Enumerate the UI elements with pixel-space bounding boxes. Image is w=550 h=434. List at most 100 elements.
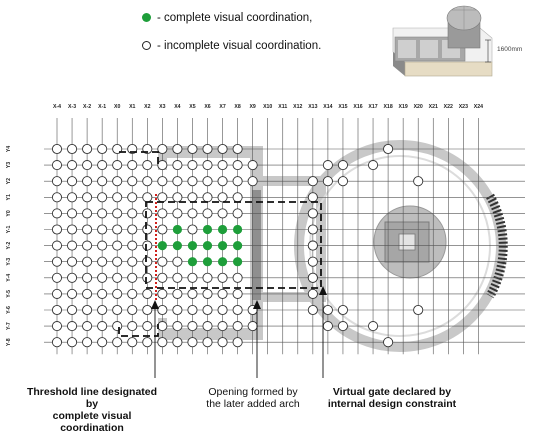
column-label: X24	[474, 104, 483, 110]
incomplete-point	[82, 176, 93, 187]
incomplete-point	[142, 192, 153, 203]
complete-point	[217, 257, 228, 267]
incomplete-point	[217, 304, 228, 316]
incomplete-point	[51, 224, 63, 235]
incomplete-point	[337, 176, 349, 187]
incomplete-point	[67, 337, 78, 348]
complete-point	[217, 224, 228, 235]
incomplete-point	[112, 288, 123, 299]
column-label: X6	[204, 104, 210, 110]
incomplete-point	[172, 337, 183, 348]
column-label: X15	[338, 104, 347, 110]
incomplete-point	[217, 143, 228, 155]
complete-point	[233, 257, 243, 267]
incomplete-point	[112, 176, 123, 187]
incomplete-point	[187, 160, 198, 171]
row-label: Y1	[6, 194, 12, 200]
row-label: Y-8	[6, 338, 12, 346]
incomplete-point	[67, 143, 78, 155]
row-label: Y-6	[6, 306, 12, 314]
incomplete-point	[51, 321, 63, 332]
incomplete-point	[307, 256, 318, 267]
column-label: X22	[444, 104, 453, 110]
column-label: X10	[263, 104, 272, 110]
incomplete-point	[202, 208, 213, 219]
incomplete-point	[202, 288, 213, 299]
incomplete-point	[232, 160, 243, 171]
incomplete-point	[232, 192, 243, 203]
incomplete-point	[157, 160, 168, 171]
column-label: X1	[129, 104, 135, 110]
incomplete-point	[51, 143, 63, 155]
incomplete-point	[97, 224, 108, 235]
incomplete-point	[157, 304, 168, 316]
incomplete-point	[172, 304, 183, 316]
incomplete-point	[67, 208, 78, 219]
column-label: X11	[278, 104, 287, 110]
incomplete-point	[232, 337, 243, 348]
incomplete-point	[202, 192, 213, 203]
incomplete-point	[187, 143, 198, 155]
incomplete-point	[247, 160, 258, 171]
column-label: X2	[144, 104, 150, 110]
incomplete-point	[51, 272, 63, 283]
incomplete-point	[187, 272, 198, 283]
incomplete-point	[187, 192, 198, 203]
incomplete-point	[157, 208, 168, 219]
incomplete-point	[67, 256, 78, 267]
column-label: X17	[368, 104, 377, 110]
incomplete-point	[97, 160, 108, 171]
incomplete-point	[82, 288, 93, 299]
green-dot-icon	[142, 13, 151, 22]
incomplete-point	[172, 160, 183, 171]
incomplete-point	[127, 208, 138, 219]
incomplete-point	[142, 256, 153, 267]
incomplete-point	[127, 256, 138, 267]
incomplete-point	[172, 256, 183, 267]
incomplete-point	[202, 176, 213, 187]
incomplete-point	[142, 240, 153, 251]
incomplete-point	[187, 321, 198, 332]
incomplete-point	[142, 337, 153, 348]
incomplete-point	[383, 337, 394, 348]
complete-point	[202, 257, 213, 267]
column-label: X5	[189, 104, 195, 110]
row-label: Y-7	[6, 322, 12, 330]
corridor-south-wall	[263, 292, 318, 302]
column-label: X16	[353, 104, 362, 110]
incomplete-point	[187, 337, 198, 348]
incomplete-point	[97, 304, 108, 316]
incomplete-point	[67, 321, 78, 332]
column-label: X9	[249, 104, 255, 110]
incomplete-point	[142, 224, 153, 235]
column-label: X-3	[68, 104, 76, 110]
incomplete-point	[217, 160, 228, 171]
incomplete-point	[51, 337, 63, 348]
column-label: X7	[219, 104, 225, 110]
incomplete-point	[157, 288, 168, 299]
complete-point	[202, 241, 213, 251]
incomplete-point	[127, 337, 138, 348]
incomplete-point	[127, 288, 138, 299]
incomplete-point	[187, 208, 198, 219]
legend-complete: - complete visual coordination,	[142, 12, 312, 24]
incomplete-point	[127, 240, 138, 251]
incomplete-point	[172, 288, 183, 299]
incomplete-point	[67, 224, 78, 235]
incomplete-point	[51, 192, 63, 203]
rotunda-east-stair	[486, 193, 508, 299]
incomplete-point	[127, 160, 138, 171]
incomplete-point	[307, 288, 318, 299]
incomplete-point	[322, 160, 333, 171]
incomplete-point	[202, 337, 213, 348]
column-label: X23	[459, 104, 468, 110]
incomplete-point	[142, 208, 153, 219]
incomplete-point	[112, 337, 123, 348]
incomplete-point	[51, 160, 63, 171]
incomplete-point	[202, 272, 213, 283]
incomplete-point	[82, 224, 93, 235]
analysis-region-box	[145, 201, 322, 289]
arrow-icon	[319, 286, 327, 295]
